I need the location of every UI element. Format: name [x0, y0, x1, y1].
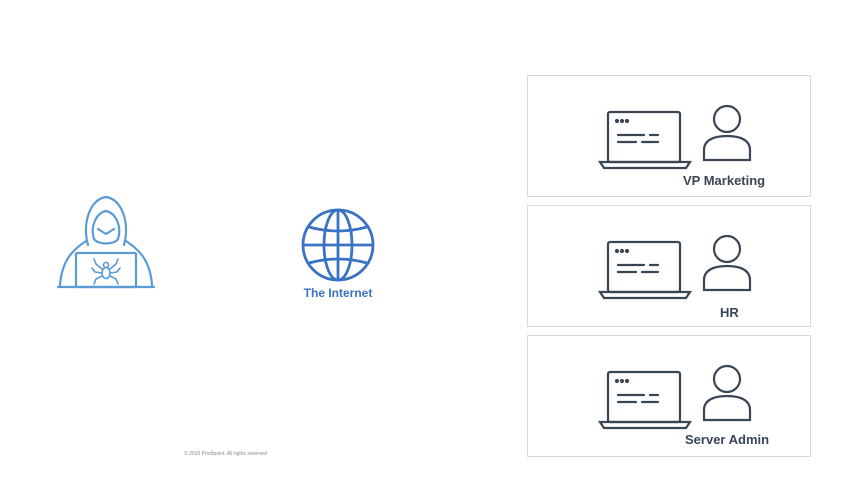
target-card-hr: HR [527, 205, 811, 327]
person-icon [702, 364, 752, 422]
person-icon [702, 104, 752, 162]
laptop-icon [598, 110, 692, 170]
target-label: Server Admin [685, 432, 770, 447]
globe-icon [301, 208, 375, 282]
laptop-icon [598, 370, 692, 430]
target-label: HR [720, 305, 739, 320]
hooded-hacker-icon [56, 195, 156, 289]
person-icon [702, 234, 752, 292]
copyright-text: © 2019 Proofpoint. All rights reserved [184, 451, 267, 457]
target-card-server-admin: Server Admin [527, 335, 811, 457]
target-card-vp-marketing: VP Marketing [527, 75, 811, 197]
laptop-icon [598, 240, 692, 300]
internet-label: The Internet [303, 286, 373, 300]
target-label: VP Marketing [683, 173, 766, 188]
